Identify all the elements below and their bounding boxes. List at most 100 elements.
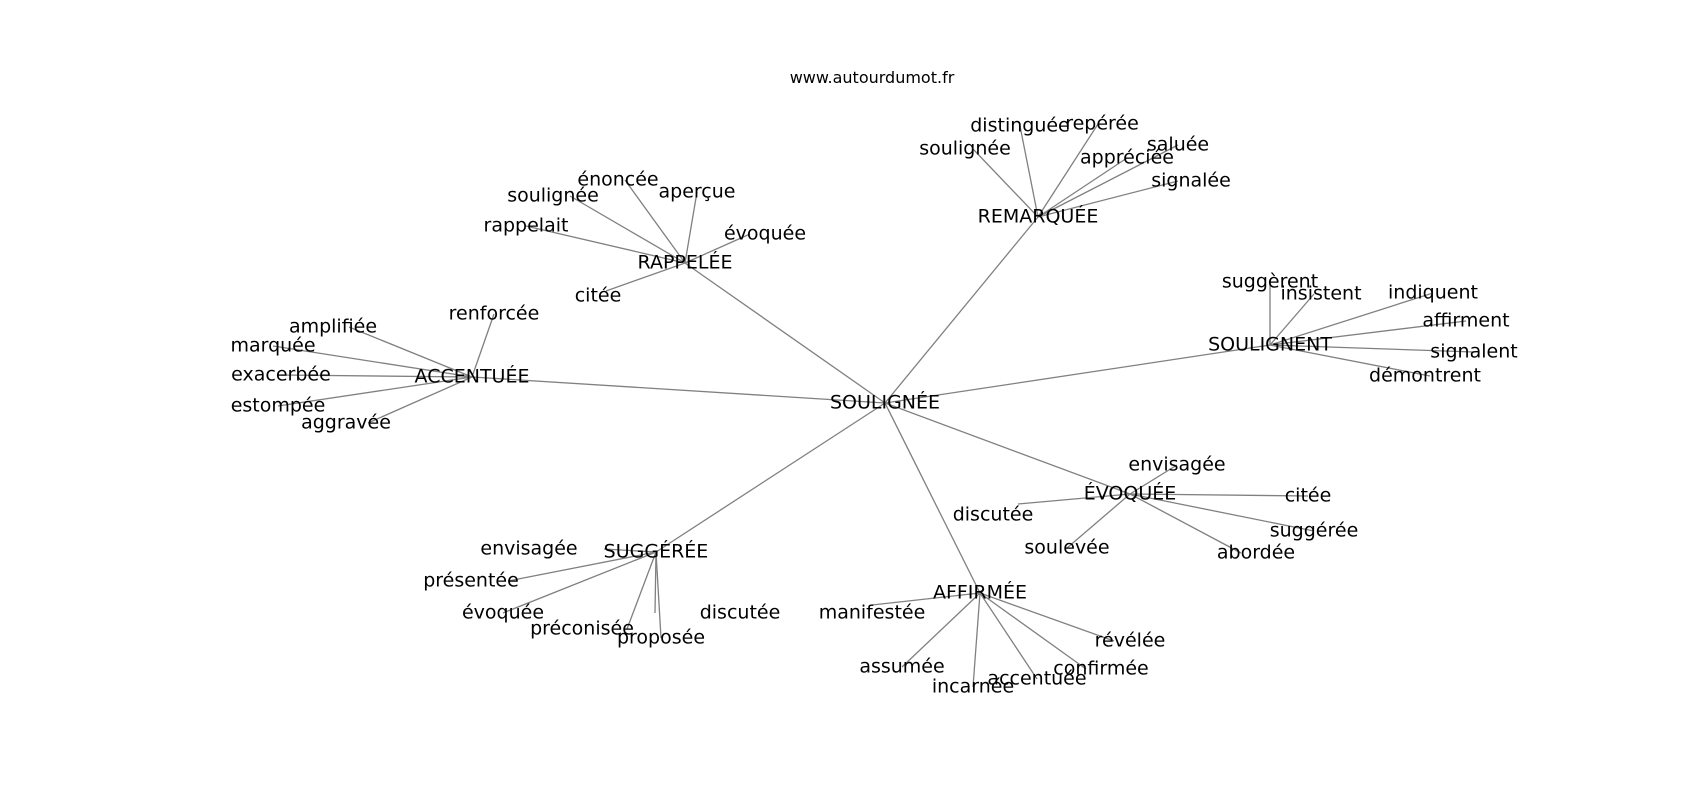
edge-hub-to-leaf [348,326,473,378]
edge-hub-to-leaf [979,592,1115,642]
edge-root-to-hub [884,402,1131,495]
leaf-word[interactable]: suggèrent [1222,271,1318,293]
edge-hub-to-leaf [626,551,657,630]
leaf-word[interactable]: abordée [1217,542,1295,564]
leaf-word[interactable]: assumée [859,656,944,678]
edge-hub-to-leaf [1037,144,1179,218]
leaf-word[interactable]: exacerbée [231,364,331,386]
edge-hub-to-leaf [1129,493,1309,497]
edge-hub-to-leaf [871,592,981,606]
edge-hub-to-leaf [684,191,698,264]
leaf-word[interactable]: démontrent [1369,365,1481,387]
edge-root-to-hub [684,262,886,404]
hub-word[interactable]: AFFIRMÉE [933,581,1027,604]
hub-word[interactable]: ACCENTUÉE [415,365,530,388]
edge-hub-to-leaf [280,374,473,378]
edge-hub-to-leaf [367,376,473,424]
edge-root-to-hub [884,216,1039,404]
hub-word[interactable]: SOULIGNENT [1208,334,1332,356]
edge-hub-to-leaf [1129,493,1242,554]
hub-word[interactable]: REMARQUÉE [978,205,1099,228]
leaf-word[interactable]: confirmée [1053,658,1148,680]
leaf-word[interactable]: envisagée [1128,454,1225,476]
edge-hub-to-leaf [1269,320,1467,346]
edge-hub-to-leaf [655,551,662,639]
leaf-word[interactable]: présentée [423,570,519,592]
leaf-word[interactable]: discutée [953,504,1034,526]
edge-hub-to-leaf [684,233,751,264]
leaf-word[interactable]: évoquée [724,223,806,245]
leaf-word[interactable]: distinguée [970,115,1070,137]
leaf-word[interactable]: soulignée [507,185,599,207]
edge-hub-to-leaf [603,548,657,553]
edge-root-to-hub [655,402,886,553]
edge-hub-to-leaf [1269,293,1315,346]
hub-word[interactable]: RAPPELÉE [638,251,733,274]
edge-hub-to-leaf [1269,344,1431,377]
leaf-word[interactable]: incarnée [932,676,1014,698]
leaf-word[interactable]: soulignée [919,138,1011,160]
leaf-word[interactable]: envisagée [480,538,577,560]
leaf-word[interactable]: estompée [231,395,326,417]
edge-hub-to-leaf [272,345,473,378]
root-word[interactable]: SOULIGNÉE [830,391,940,414]
leaf-word[interactable]: aperçue [659,181,736,203]
edge-root-to-hub [884,402,981,594]
leaf-word[interactable]: indiquent [1388,282,1478,304]
edge-hub-to-leaf [972,592,981,688]
edge-hub-to-leaf [979,592,1087,670]
edge-hub-to-leaf [502,551,657,614]
edge-hub-to-leaf [1037,157,1128,218]
leaf-word[interactable]: manifestée [819,602,926,624]
edge-hub-to-leaf [525,225,686,264]
leaf-word[interactable]: repérée [1065,113,1139,135]
site-url: www.autourdumot.fr [790,68,955,87]
edge-hub-to-leaf [979,592,1038,680]
edge-hub-to-leaf [1037,123,1099,218]
edge-hub-to-leaf [624,179,686,264]
leaf-word[interactable]: évoquée [462,602,544,624]
leaf-word[interactable]: renforcée [449,303,540,325]
leaf-word[interactable]: marquée [230,335,315,357]
hub-word[interactable]: SUGGÉRÉE [604,540,709,563]
leaf-word[interactable]: citée [575,285,622,307]
leaf-word[interactable]: proposée [617,627,705,649]
leaf-word[interactable]: citée [1285,485,1332,507]
edge-hub-to-leaf [1129,464,1178,495]
leaf-word[interactable]: insistent [1280,283,1361,305]
edge-root-to-hub [471,376,886,404]
leaf-word[interactable]: affirment [1422,310,1509,332]
leaf-word[interactable]: signalée [1151,170,1231,192]
edge-hub-to-leaf [277,376,473,407]
edge-root-to-hub [884,344,1271,404]
edge-hub-to-leaf [569,195,686,264]
edge-hub-to-leaf [1037,180,1179,218]
leaf-word[interactable]: aggravée [301,412,391,434]
leaf-word[interactable]: suggérée [1270,520,1359,542]
edge-hub-to-leaf [1269,292,1434,346]
leaf-word[interactable]: préconisée [530,618,634,640]
leaf-word[interactable]: appréciée [1080,147,1174,169]
leaf-word[interactable]: rappelait [484,215,569,237]
edge-hub-to-leaf [1066,493,1131,549]
leaf-word[interactable]: accentuée [987,668,1086,690]
hub-word[interactable]: ÉVOQUÉE [1084,482,1177,505]
graph-edges [272,123,1475,688]
leaf-word[interactable]: signalent [1430,341,1517,363]
leaf-word[interactable]: soulevée [1024,537,1109,559]
edge-hub-to-leaf [507,551,657,582]
edge-hub-to-leaf [471,313,495,378]
leaf-word[interactable]: saluée [1147,134,1209,156]
edge-hub-to-leaf [1129,493,1315,532]
leaf-word[interactable]: amplifiée [289,316,377,338]
edge-hub-to-leaf [654,551,657,614]
edge-hub-to-leaf [901,592,981,668]
leaf-word[interactable]: révélée [1095,630,1166,652]
leaf-word[interactable]: énoncée [577,169,658,191]
edge-hub-to-leaf [1019,125,1039,218]
leaf-word[interactable]: discutée [700,602,781,624]
edge-hub-to-leaf [972,148,1039,218]
edge-hub-to-leaf [1017,493,1131,505]
